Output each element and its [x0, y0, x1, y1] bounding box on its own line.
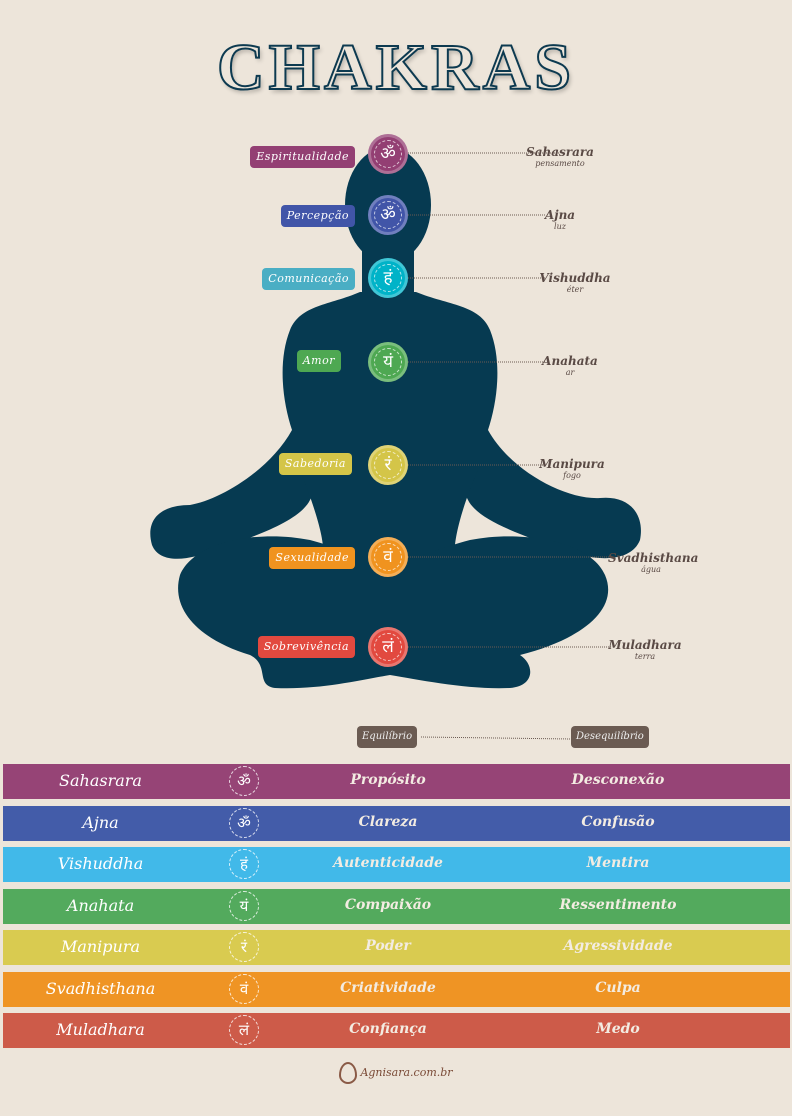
trait-label-manipura: Sabedoria — [278, 453, 352, 475]
svadhisthana-symbol-icon: वं — [368, 537, 408, 577]
row-balance: Confiança — [349, 1021, 427, 1037]
row-name: Anahata — [66, 896, 135, 915]
anahata-symbol-icon: यं — [229, 891, 259, 921]
flame-logo-icon — [339, 1062, 358, 1084]
row-balance: Poder — [365, 938, 411, 954]
table-row-anahata: Anahata यं Compaixão Ressentimento — [3, 889, 790, 924]
row-name: Sahasrara — [59, 771, 142, 790]
row-imbalance: Culpa — [595, 980, 641, 996]
table-row-vishuddha: Vishuddha हं Autenticidade Mentira — [3, 847, 790, 882]
row-imbalance: Mentira — [586, 855, 650, 871]
row-imbalance: Ressentimento — [559, 897, 677, 913]
manipura-symbol-icon: रं — [229, 932, 259, 962]
row-balance: Autenticidade — [333, 855, 443, 871]
row-imbalance: Medo — [596, 1021, 640, 1037]
trait-label-muladhara: Sobrevivência — [257, 636, 355, 658]
row-name: Svadhisthana — [45, 979, 156, 998]
trait-label-vishuddha: Comunicação — [262, 268, 355, 290]
row-name: Muladhara — [56, 1020, 145, 1039]
page-title: CHAKRAS — [216, 30, 576, 105]
table-row-sahasrara: Sahasrara ॐ Propósito Desconexão — [3, 764, 790, 799]
balance-header: Equilíbrio — [357, 726, 418, 748]
trait-label-ajna: Percepção — [280, 205, 355, 227]
trait-label-anahata: Amor — [296, 350, 341, 372]
row-imbalance: Desconexão — [571, 772, 665, 788]
footer: Agnisara.com.br — [0, 1062, 792, 1084]
ajna-symbol-icon: ॐ — [368, 195, 408, 235]
imbalance-header: Desequilíbrio — [571, 726, 649, 748]
table-row-muladhara: Muladhara लं Confiança Medo — [3, 1013, 790, 1048]
sahasrara-symbol-icon: ॐ — [229, 766, 259, 796]
row-name: Manipura — [60, 937, 141, 956]
row-balance: Compaixão — [344, 897, 432, 913]
anahata-symbol-icon: यं — [368, 342, 408, 382]
table-row-manipura: Manipura रं Poder Agressividade — [3, 930, 790, 965]
row-name: Ajna — [82, 813, 119, 832]
row-imbalance: Agressividade — [563, 938, 673, 954]
vishuddha-symbol-icon: हं — [368, 258, 408, 298]
muladhara-symbol-icon: लं — [368, 627, 408, 667]
row-balance: Criatividade — [340, 980, 436, 996]
row-name: Vishuddha — [57, 854, 144, 873]
svadhisthana-symbol-icon: वं — [229, 974, 259, 1004]
trait-label-sahasrara: Espiritualidade — [250, 146, 355, 168]
table-row-svadhisthana: Svadhisthana वं Criatividade Culpa — [3, 972, 790, 1007]
muladhara-symbol-icon: लं — [229, 1015, 259, 1045]
trait-label-svadhisthana: Sexualidade — [269, 547, 355, 569]
row-imbalance: Confusão — [581, 814, 655, 830]
sahasrara-symbol-icon: ॐ — [368, 134, 408, 174]
manipura-symbol-icon: रं — [368, 445, 408, 485]
vishuddha-symbol-icon: हं — [229, 849, 259, 879]
footer-site: Agnisara.com.br — [360, 1066, 453, 1079]
table-row-ajna: Ajna ॐ Clareza Confusão — [3, 806, 790, 841]
row-balance: Propósito — [350, 772, 426, 788]
row-balance: Clareza — [358, 814, 418, 830]
ajna-symbol-icon: ॐ — [229, 808, 259, 838]
